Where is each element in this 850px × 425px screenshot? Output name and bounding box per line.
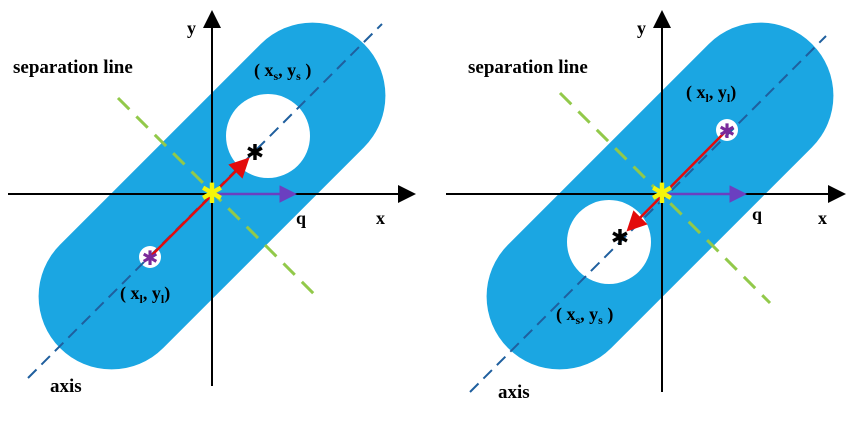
left-separation-label: separation line — [13, 57, 133, 78]
right-coord-bottom: ( xs, ys ) — [556, 304, 613, 327]
left-black-star: ✱ — [246, 141, 264, 166]
left-q-label: q — [296, 208, 306, 228]
left-coord-bottom: ( xl, yl) — [120, 283, 170, 306]
right-purple-star: ✱ — [719, 119, 736, 143]
right-black-star: ✱ — [611, 226, 629, 251]
left-x-label: x — [376, 208, 385, 228]
right-separation-label: separation line — [468, 57, 588, 78]
left-separation-line — [116, 96, 320, 300]
left-coord-top: ( xs, ys ) — [254, 60, 311, 83]
right-y-label: y — [637, 18, 646, 38]
right-axis-label: axis — [498, 382, 530, 403]
left-yellow-star: ✱ — [200, 177, 223, 210]
right-large-hole — [567, 200, 651, 284]
right-coord-top: ( xl, yl) — [686, 82, 736, 105]
right-q-label: q — [752, 204, 762, 224]
left-panel: ✱ ✱ ✱ separation line axis x y q ( xs, y… — [8, 10, 416, 397]
left-y-label: y — [187, 18, 196, 38]
left-purple-star: ✱ — [142, 246, 159, 270]
right-separation-line — [558, 91, 772, 305]
right-axis-line — [469, 35, 827, 393]
left-axis-label: axis — [50, 376, 82, 397]
left-red-arrow — [149, 157, 250, 258]
right-red-arrow — [626, 129, 728, 232]
right-panel: ✱ ✱ ✱ separation line axis x y q ( xl, y… — [446, 10, 846, 403]
left-large-hole — [226, 94, 310, 178]
right-yellow-star: ✱ — [650, 177, 673, 210]
right-x-label: x — [818, 208, 827, 228]
